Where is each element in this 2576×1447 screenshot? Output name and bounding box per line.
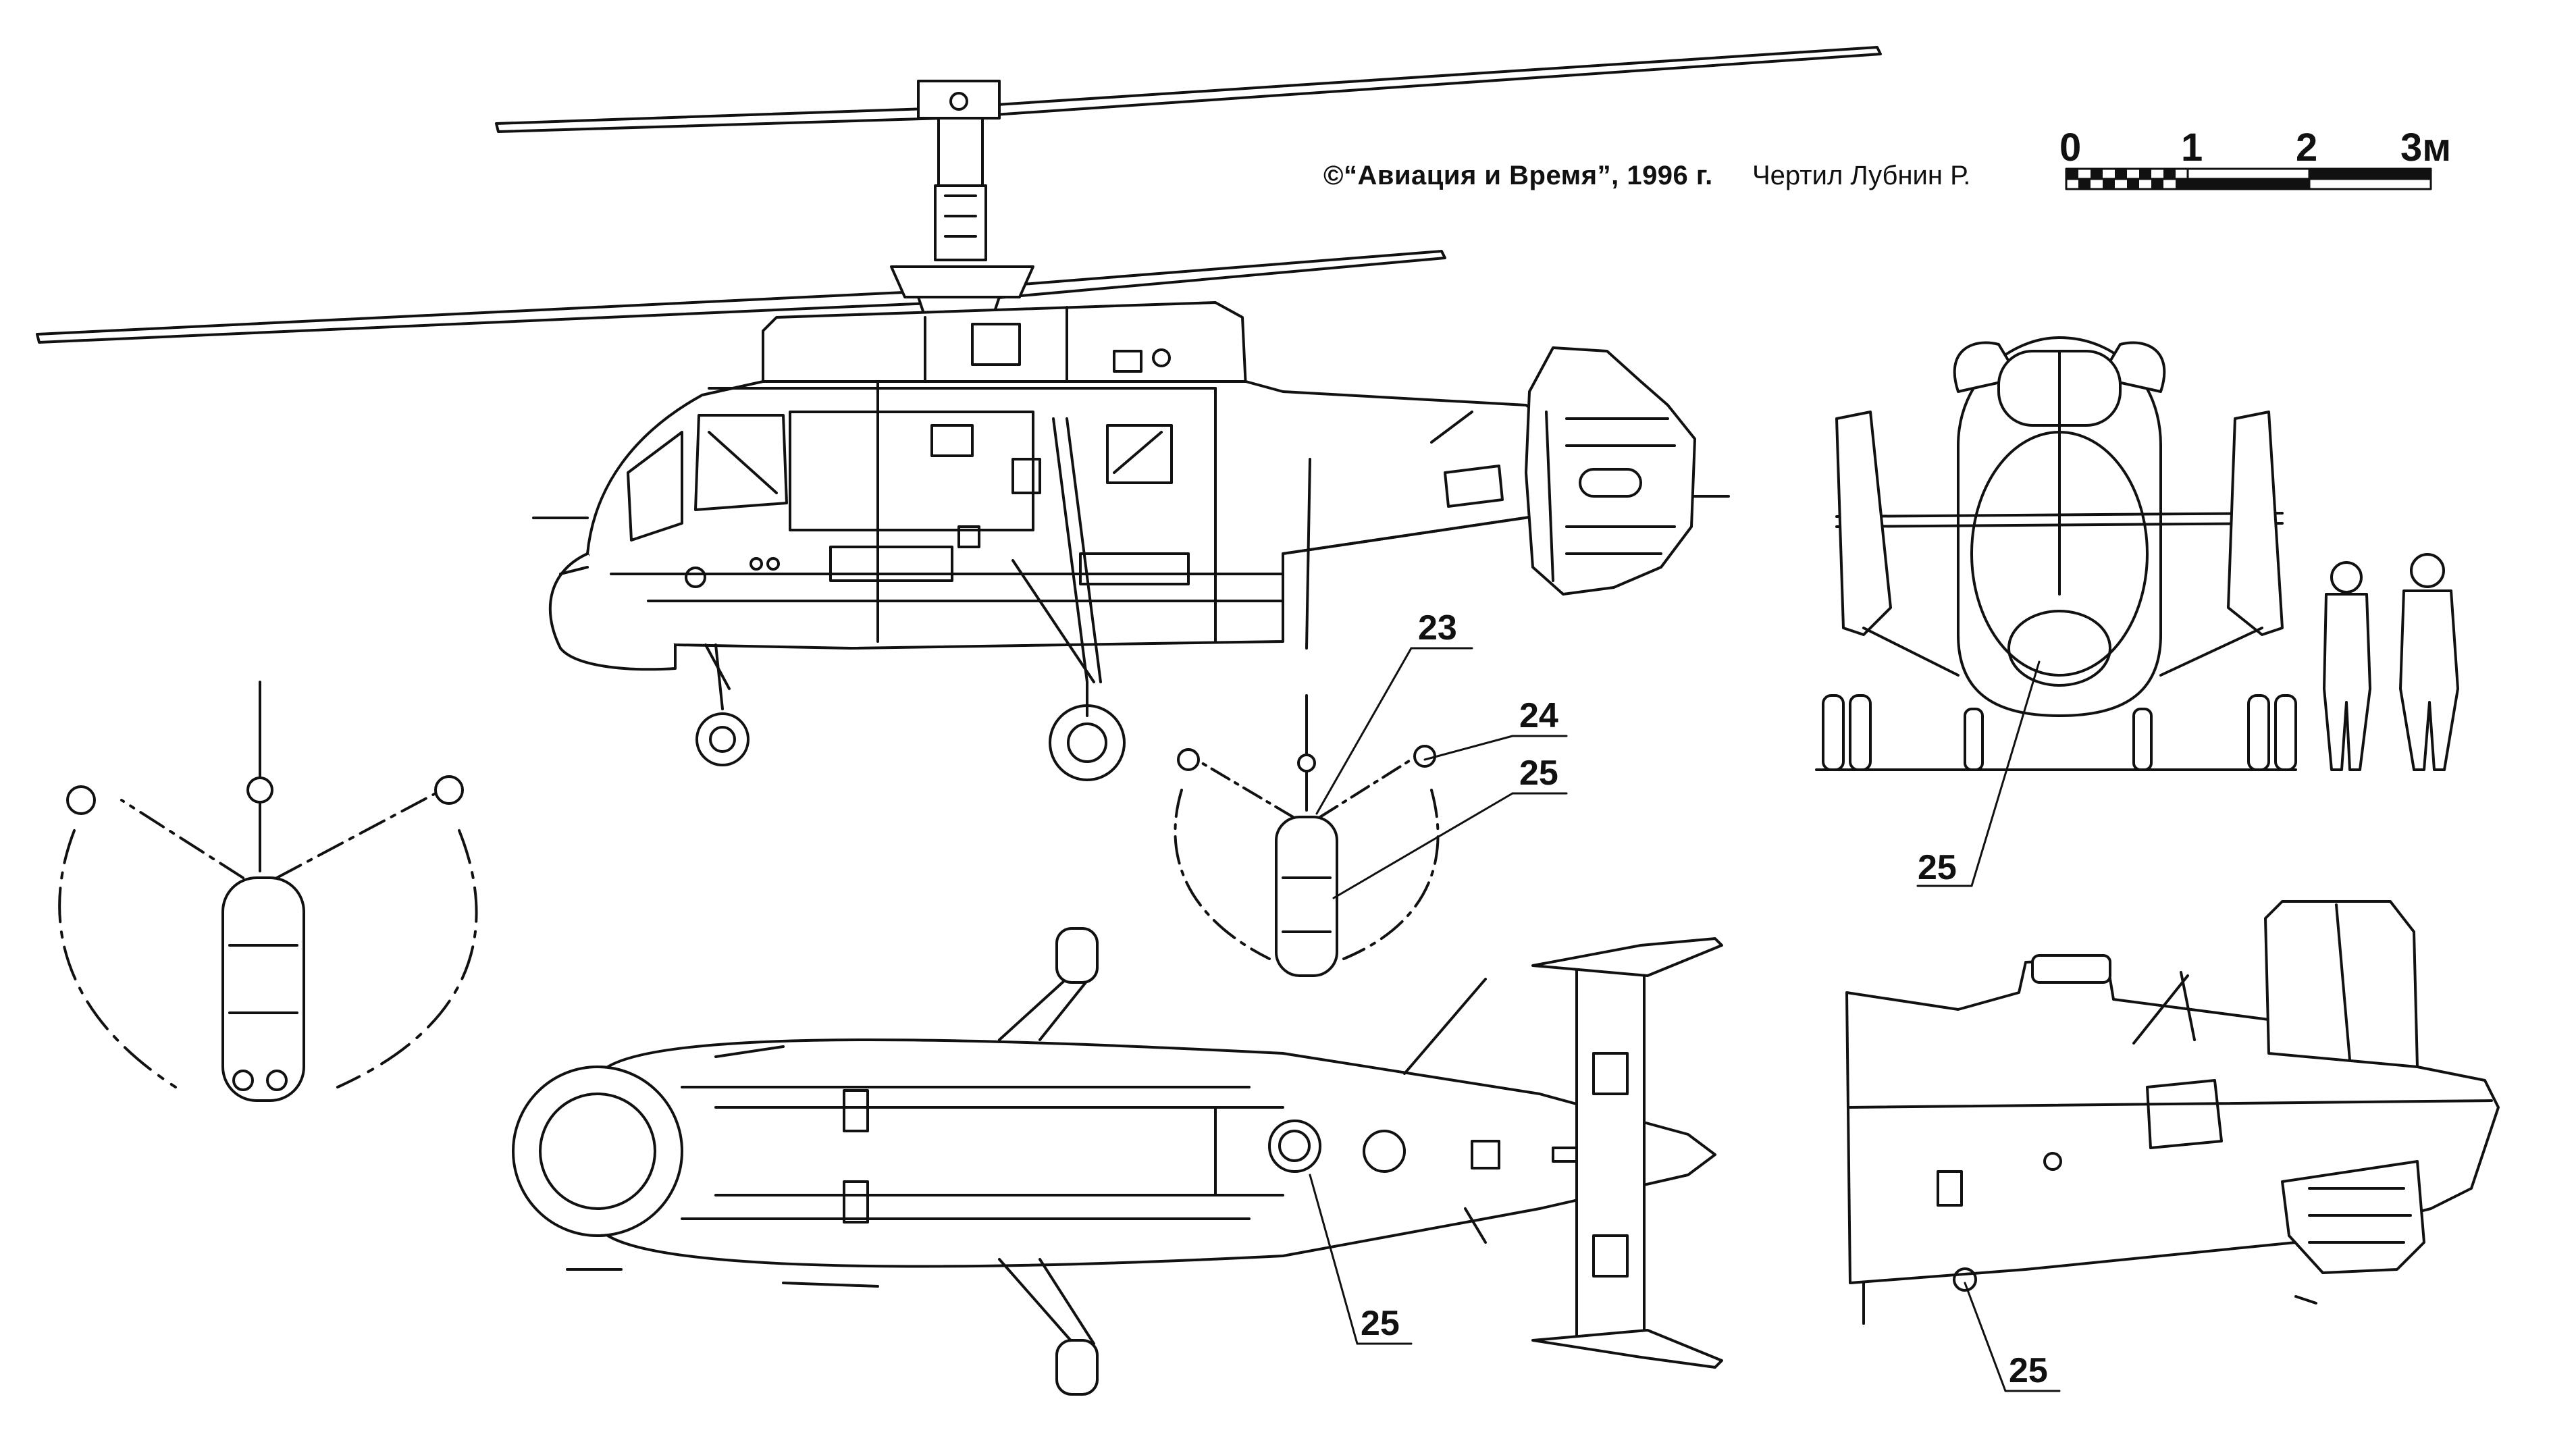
upper-rotor (495, 46, 1882, 133)
side-view (36, 46, 1882, 781)
engine-cowling (762, 301, 1247, 390)
callout-23: 23 (1418, 608, 1457, 648)
callout-25-front: 25 (1918, 848, 1957, 887)
scale-bar-graphic (2065, 167, 2432, 190)
top-view (512, 927, 1723, 1396)
rotor-mast (890, 80, 1034, 319)
scale-label-0: 0 (2059, 126, 2082, 169)
ejection-seat-detail-center (1174, 694, 1440, 977)
scale-label-2: 2 (2296, 126, 2318, 169)
callout-24: 24 (1519, 696, 1558, 735)
copyright-credit: ©“Авиация и Время”, 1996 г. (1323, 161, 1713, 190)
callout-25-center: 25 (1519, 754, 1558, 793)
front-view (1815, 336, 2459, 771)
callout-25-top: 25 (1361, 1304, 1400, 1343)
ejection-seat-detail-left (58, 681, 478, 1102)
scale-bar: 0 1 2 3м (2059, 125, 2451, 199)
scale-label-3: 3м (2400, 126, 2452, 169)
rear-view (1845, 900, 2500, 1325)
landing-gear-side (695, 417, 1311, 781)
callout-25-rear: 25 (2009, 1351, 2048, 1390)
pilot-figures (2323, 553, 2459, 771)
author-credit: Чертил Лубнин Р. (1752, 161, 1971, 190)
tail-fin-side (1525, 346, 1696, 596)
callout-leaders (1309, 647, 2061, 1392)
fuselage (532, 380, 1730, 671)
scale-label-1: 1 (2181, 126, 2203, 169)
